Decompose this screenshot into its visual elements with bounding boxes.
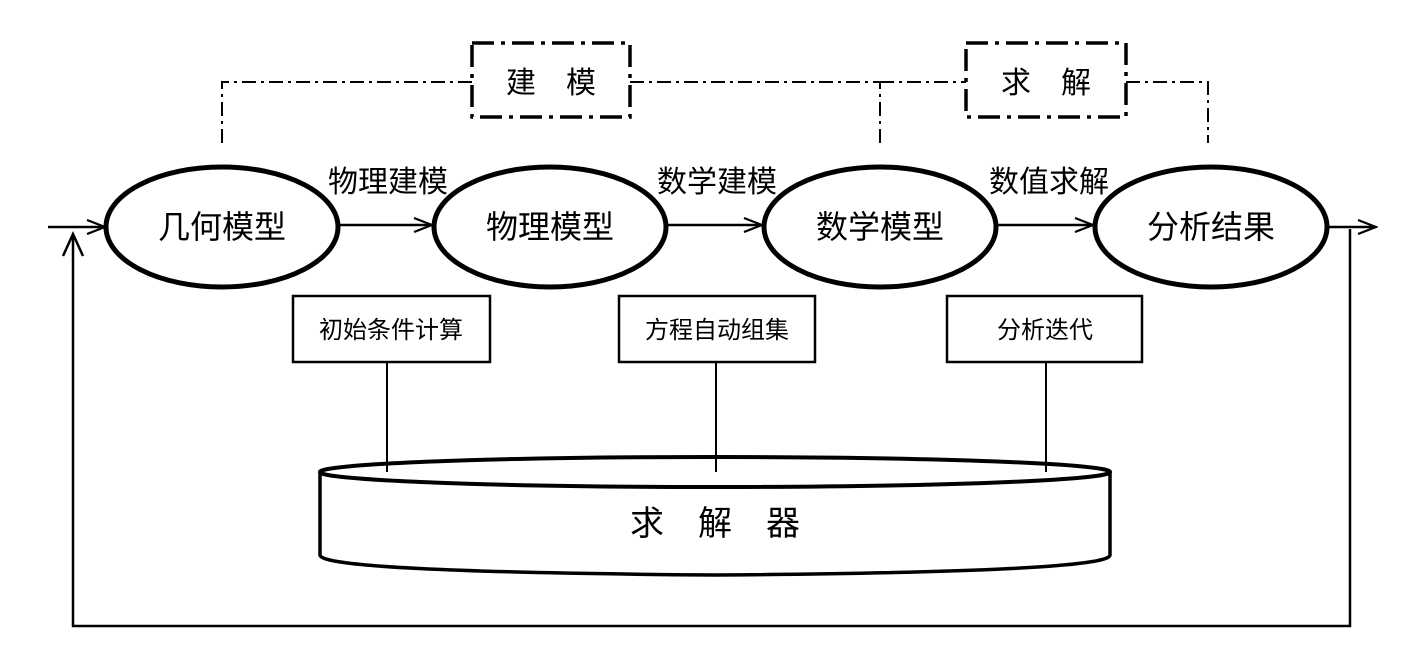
solver-cylinder-body bbox=[318, 472, 1112, 577]
node-physical-ellipse bbox=[431, 164, 669, 290]
solving-group-label: 求 解 bbox=[1001, 66, 1091, 101]
node-mathematical-ellipse bbox=[761, 164, 999, 290]
node-geometry-label: 几何模型 bbox=[158, 208, 286, 246]
solving-group-box bbox=[964, 41, 1128, 119]
node-physical-label: 物理模型 bbox=[486, 208, 614, 246]
edge-math-modeling-label: 数学建模 bbox=[657, 165, 777, 200]
solving-group-connector bbox=[880, 81, 1209, 143]
module-equation-assembly-box bbox=[617, 294, 817, 364]
module-initial-conditions-label: 初始条件计算 bbox=[319, 316, 463, 344]
node-mathematical-label: 数学模型 bbox=[816, 208, 944, 246]
module-analysis-iteration-box bbox=[945, 294, 1144, 364]
node-results-label: 分析结果 bbox=[1147, 208, 1275, 246]
module-analysis-iteration-label: 分析迭代 bbox=[997, 316, 1093, 344]
module-equation-assembly-label: 方程自动组集 bbox=[645, 316, 789, 344]
module-initial-conditions-box bbox=[291, 294, 492, 364]
modeling-left-connector bbox=[221, 81, 472, 143]
modeling-group-label: 建 模 bbox=[506, 66, 596, 101]
feedback-loop-line bbox=[71, 229, 1352, 628]
modeling-right-connector bbox=[630, 81, 881, 143]
solving-right-connector bbox=[1126, 81, 1209, 143]
modeling-group-box bbox=[470, 41, 632, 119]
feedback-arrowhead-icon bbox=[61, 230, 85, 257]
solver-label: 求 解 器 bbox=[630, 504, 800, 544]
edge-physical-modeling-label: 物理建模 bbox=[328, 165, 448, 200]
edge-numerical-solving-label: 数值求解 bbox=[989, 165, 1109, 200]
